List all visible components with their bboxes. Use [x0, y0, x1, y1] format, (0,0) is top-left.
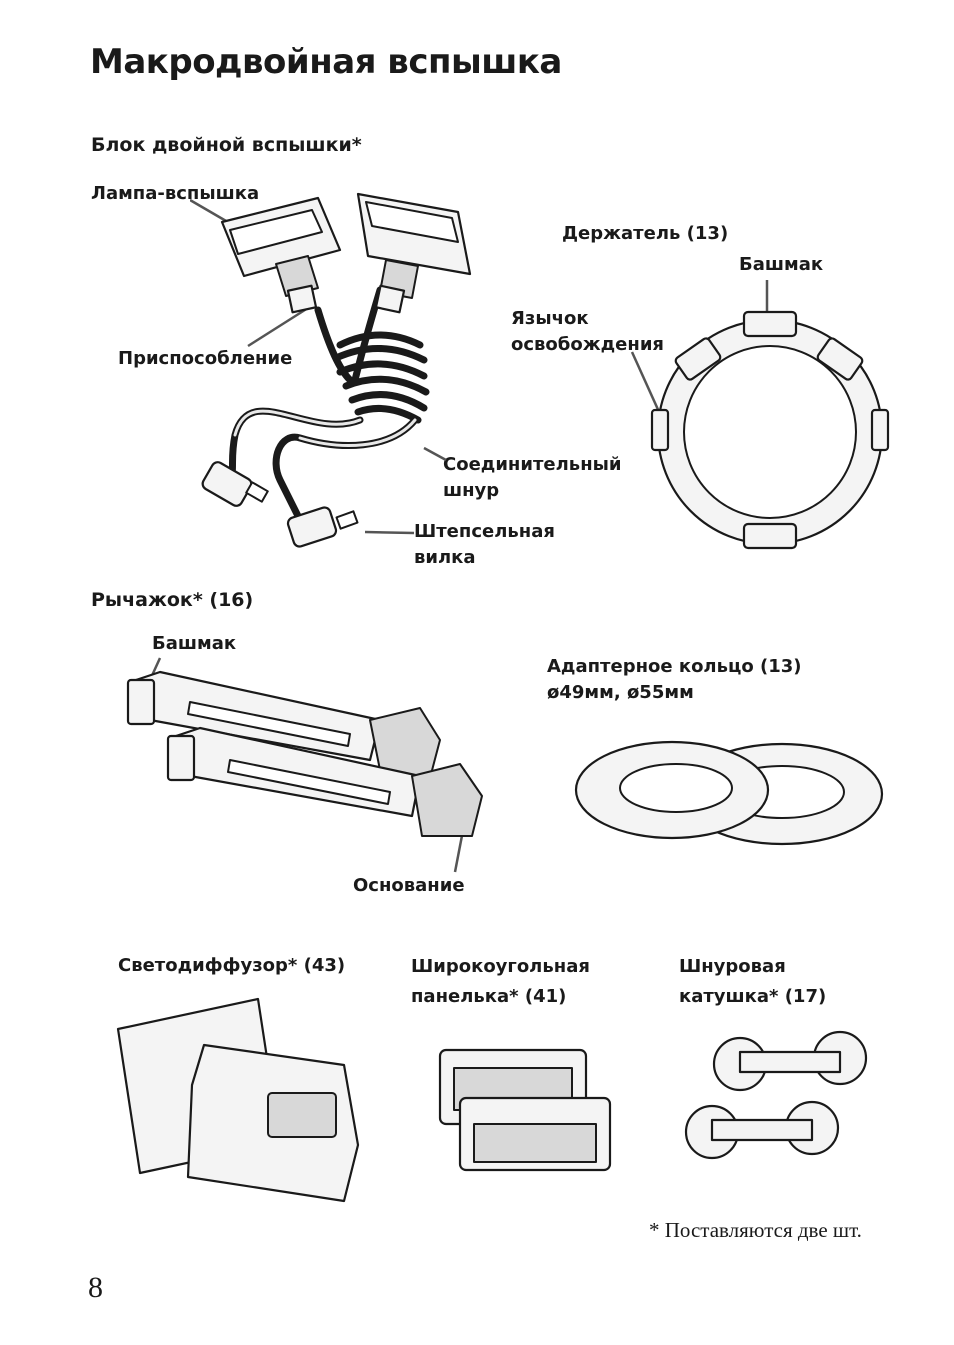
bracket-lower	[166, 726, 483, 837]
left-plug	[201, 461, 269, 507]
holder-illustration	[630, 280, 890, 550]
flash-lamp-label: Лампа-вспышка	[91, 183, 260, 204]
wide-panel-label: Широкоугольная панелька* (41)	[411, 952, 590, 1012]
page-title: Макродвойная вспышка	[90, 42, 562, 82]
plug-label: Штепсельная вилка	[414, 519, 555, 571]
cord-leader	[423, 446, 447, 462]
release-tab	[650, 408, 670, 452]
release-tab-line2: освобождения	[511, 334, 664, 355]
holder-label: Держатель (13)	[562, 221, 728, 247]
right-plug	[286, 506, 359, 548]
diffuser-label: Светодиффузор* (43)	[118, 955, 346, 976]
connecting-cord-label-line1: Соединительный	[443, 454, 622, 475]
holder-ring-inner	[683, 345, 857, 519]
fitting-label: Приспособление	[118, 348, 293, 369]
cord-reel-illustration	[684, 1030, 868, 1160]
diffuser-clip	[267, 1092, 337, 1138]
bracket-heading: Рычажок* (16)	[91, 589, 254, 611]
adapter-ring-line1: Адаптерное кольцо (13)	[547, 656, 802, 677]
fitting-leader	[247, 306, 309, 348]
release-tab-leader	[630, 351, 662, 415]
cord-reel-line2: катушка* (17)	[679, 986, 827, 1007]
holder-shoe-label: Башмак	[739, 254, 824, 275]
cord-reel-upper	[712, 1030, 868, 1092]
wide-panel-line1: Широкоугольная	[411, 956, 590, 977]
plug-leader	[364, 530, 415, 535]
footnote: * Поставляются две шт.	[649, 1218, 862, 1242]
left-flash-head	[220, 196, 342, 314]
holder-clip-left	[674, 337, 722, 381]
adapter-ring-label: Адаптерное кольцо (13) ø49мм, ø55мм	[547, 654, 801, 706]
bracket-base-label: Основание	[353, 875, 465, 896]
wide-panel-illustration	[438, 1048, 612, 1172]
holder-clip-right	[816, 337, 864, 381]
twin-flash-illustration	[190, 192, 472, 548]
connecting-cord-label: Соединительный шнур	[443, 452, 622, 504]
wide-panel-front-grid	[473, 1123, 597, 1163]
diffuser-illustration	[116, 997, 360, 1203]
coiled-cord	[226, 286, 430, 524]
connecting-cord-label-line2: шнур	[443, 480, 500, 501]
adapter-ring-illustration	[574, 740, 884, 846]
plug-label-line1: Штепсельная	[414, 521, 555, 542]
holder-shoe-bottom	[742, 522, 798, 550]
right-flash-head	[356, 192, 472, 314]
release-tab-label: Язычок освобождения	[511, 306, 664, 358]
adapter-ring-front	[574, 740, 770, 840]
cord-reel-lower	[684, 1100, 840, 1160]
page-number: 8	[88, 1271, 103, 1304]
cord-reel-line1: Шнуровая	[679, 956, 786, 977]
holder-page-ref: (13)	[686, 223, 729, 244]
holder-name: Держатель	[562, 223, 681, 244]
bracket-illustration	[126, 657, 483, 873]
twin-flash-heading: Блок двойной вспышки*	[91, 134, 362, 156]
release-tab-right	[870, 408, 890, 452]
release-tab-line1: Язычок	[511, 308, 589, 329]
plug-label-line2: вилка	[414, 547, 476, 568]
wide-panel-line2: панелька* (41)	[411, 986, 567, 1007]
adapter-ring-line2: ø49мм, ø55мм	[547, 682, 694, 703]
holder-shoe-top	[742, 310, 798, 338]
cord-reel-label: Шнуровая катушка* (17)	[679, 952, 826, 1012]
bracket-shoe-label: Башмак	[152, 633, 237, 654]
